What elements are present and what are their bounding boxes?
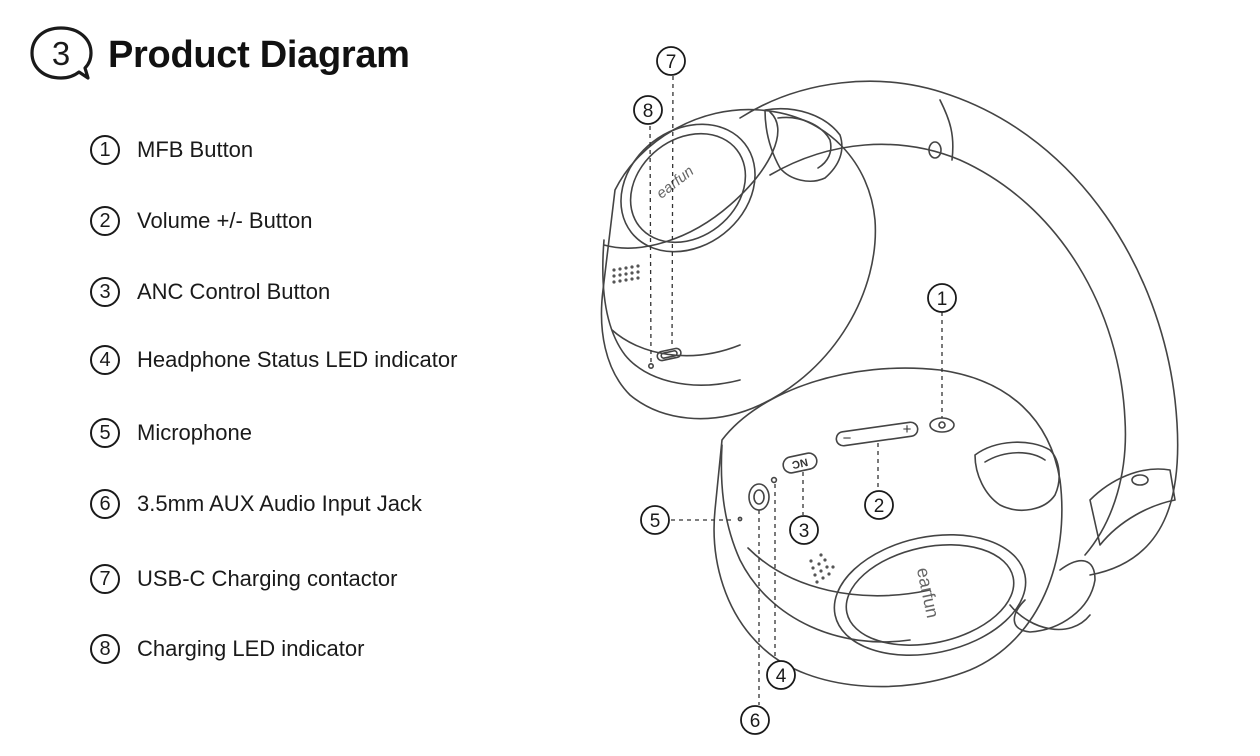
headphone-illustration: earfun earfun − + NC 1 2 3 4 5 6 7 8: [600, 46, 1179, 735]
legend-label: ANC Control Button: [137, 279, 331, 304]
legend-label: Microphone: [137, 420, 252, 445]
legend-label: Charging LED indicator: [137, 636, 365, 661]
legend-item: 6 3.5mm AUX Audio Input Jack: [90, 486, 422, 522]
callout-8: 8: [643, 101, 654, 122]
section-number: 3: [52, 35, 70, 72]
legend-label: 3.5mm AUX Audio Input Jack: [137, 491, 422, 516]
status-led: [770, 476, 778, 484]
legend-number: 3: [90, 277, 120, 307]
legend-number: 5: [90, 418, 120, 448]
legend-label: Headphone Status LED indicator: [137, 347, 458, 372]
legend-item: 3 ANC Control Button: [90, 274, 330, 310]
page-title: Product Diagram: [108, 34, 410, 76]
legend-label: USB-C Charging contactor: [137, 566, 398, 591]
headband-inner: [769, 143, 1127, 556]
bottom-earcup-face: [833, 533, 1027, 657]
callout-4: 4: [776, 666, 787, 687]
volume-rocker: [835, 421, 919, 447]
legend-number: 2: [90, 206, 120, 236]
legend-number: 6: [90, 489, 120, 519]
mfb-button: [929, 417, 955, 433]
headphone-diagram: earfun earfun − + NC 1 2 3 4 5 6 7 8: [560, 0, 1260, 756]
callout-2: 2: [874, 496, 885, 517]
legend-label: MFB Button: [137, 137, 254, 162]
aux-jack: [748, 483, 770, 511]
bottom-mic-hole: [737, 516, 743, 522]
top-cup-mic-grill: [612, 264, 640, 284]
top-earcup-face: [620, 123, 756, 253]
bottom-earcup-shell: [713, 367, 1063, 688]
headband: [739, 80, 1179, 576]
bottom-cup-mic-grill: [809, 553, 835, 584]
speech-bubble-icon: 3: [30, 26, 93, 80]
anc-button: [782, 452, 818, 474]
brand-logo-top: earfun: [653, 163, 697, 203]
legend-number: 7: [90, 564, 120, 594]
anc-button-label: NC: [791, 456, 809, 471]
usb-c-port: [656, 347, 682, 362]
volume-plus-label: +: [903, 421, 912, 438]
callout-7: 7: [666, 52, 677, 73]
legend-item: 2 Volume +/- Button: [90, 203, 313, 239]
volume-minus-label: −: [843, 430, 852, 447]
legend-item: 7 USB-C Charging contactor: [90, 561, 397, 597]
callout-6: 6: [750, 711, 761, 732]
legend-label: Volume +/- Button: [137, 208, 313, 233]
legend-number: 8: [90, 634, 120, 664]
legend-item: 4 Headphone Status LED indicator: [90, 342, 457, 378]
section-number-badge: 3: [28, 24, 98, 89]
legend-item: 8 Charging LED indicator: [90, 631, 364, 667]
top-earcup-shell: [600, 108, 877, 420]
callout-1: 1: [937, 289, 948, 310]
callout-5: 5: [650, 511, 661, 532]
charging-led: [647, 362, 654, 369]
legend-item: 5 Microphone: [90, 415, 252, 451]
legend-number: 1: [90, 135, 120, 165]
callout-3: 3: [799, 521, 810, 542]
legend-number: 4: [90, 345, 120, 375]
legend-item: 1 MFB Button: [90, 132, 253, 168]
